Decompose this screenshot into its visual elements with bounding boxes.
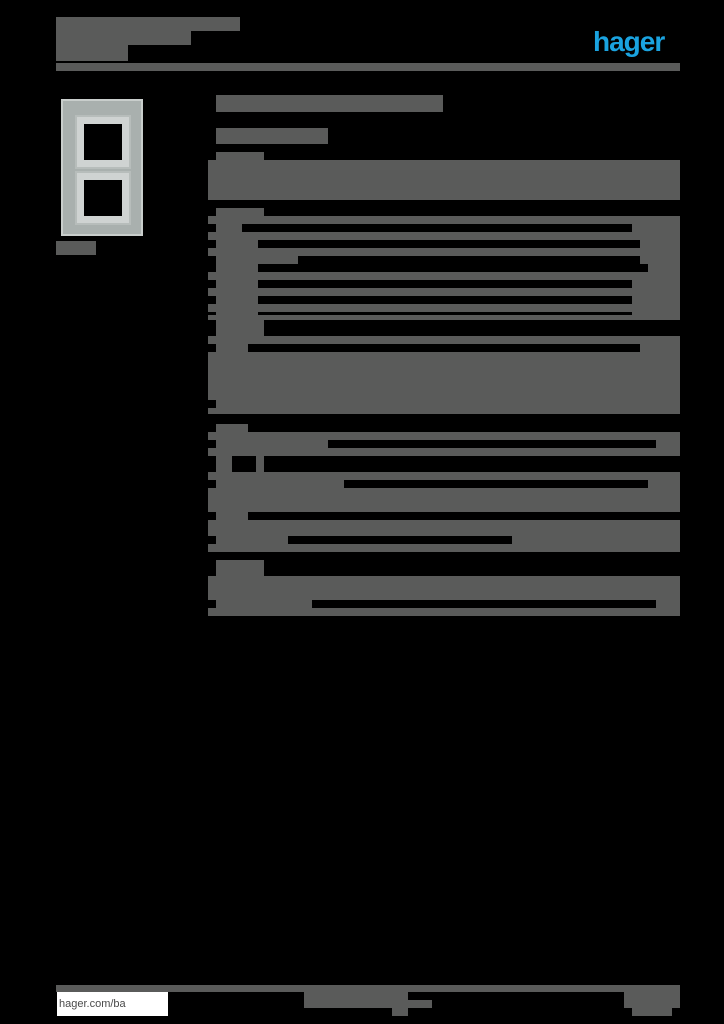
footer-center-block-low	[392, 1008, 408, 1016]
spec-row	[208, 472, 680, 480]
product-image-caption	[56, 241, 96, 255]
spec-row	[208, 520, 680, 536]
section-heading	[216, 560, 264, 576]
spec-label-2	[248, 264, 258, 272]
footer-center-block-tail	[392, 1000, 432, 1008]
spec-label-2	[256, 456, 264, 472]
footer-rule	[56, 985, 680, 992]
spec-row	[208, 315, 680, 320]
product-title	[216, 95, 443, 112]
spec-row	[208, 544, 680, 552]
spec-row	[208, 248, 680, 256]
spec-row	[208, 488, 680, 512]
spec-value	[640, 344, 680, 352]
frame-opening-bottom	[75, 171, 131, 225]
description-block-end	[216, 400, 680, 408]
spec-value	[656, 600, 680, 608]
section-heading	[216, 152, 264, 162]
spec-row	[208, 576, 680, 600]
spec-label	[216, 240, 258, 248]
spec-value	[632, 280, 680, 288]
spec-row	[208, 608, 680, 616]
header-title-block	[56, 17, 240, 31]
spec-value	[648, 480, 680, 488]
spec-value	[640, 240, 680, 248]
footer-page-number-block	[624, 992, 680, 1008]
section-heading	[216, 208, 264, 218]
spec-row	[208, 272, 680, 280]
spec-row	[208, 304, 680, 312]
spec-label	[216, 600, 312, 608]
spec-value	[648, 264, 680, 272]
spec-label	[216, 296, 258, 304]
description-block	[208, 352, 680, 400]
footer-page-number-block-low	[632, 1008, 672, 1016]
spec-label	[216, 536, 288, 544]
footer-center-block	[304, 992, 408, 1008]
spec-label	[216, 256, 298, 264]
spec-value	[640, 256, 680, 264]
frame-opening-top	[75, 115, 131, 169]
spec-value	[656, 440, 680, 448]
spec-row	[208, 232, 680, 240]
product-reference	[216, 128, 328, 144]
spec-value	[632, 224, 680, 232]
spec-value	[632, 296, 680, 304]
section-heading	[216, 512, 248, 520]
spec-row	[208, 432, 680, 440]
product-image	[61, 99, 143, 236]
spec-label	[216, 264, 250, 272]
spec-row	[208, 448, 680, 456]
spec-row	[208, 216, 680, 224]
spec-label	[216, 440, 328, 448]
spec-row	[208, 336, 680, 344]
spec-row	[208, 288, 680, 296]
spec-label	[216, 456, 232, 472]
header-subtitle-block	[56, 45, 128, 61]
hager-logo: hager	[593, 26, 665, 57]
spec-label	[216, 480, 344, 488]
section-heading	[216, 320, 264, 336]
section-description-block	[208, 160, 680, 200]
spec-label	[216, 280, 258, 288]
header-title-block-line2	[56, 31, 191, 45]
spec-label	[216, 224, 242, 232]
description-block-tail	[208, 408, 680, 414]
spec-value	[512, 536, 680, 544]
spec-label	[216, 344, 248, 352]
website-link[interactable]: hager.com/ba	[57, 992, 168, 1016]
header-rule	[56, 63, 680, 71]
